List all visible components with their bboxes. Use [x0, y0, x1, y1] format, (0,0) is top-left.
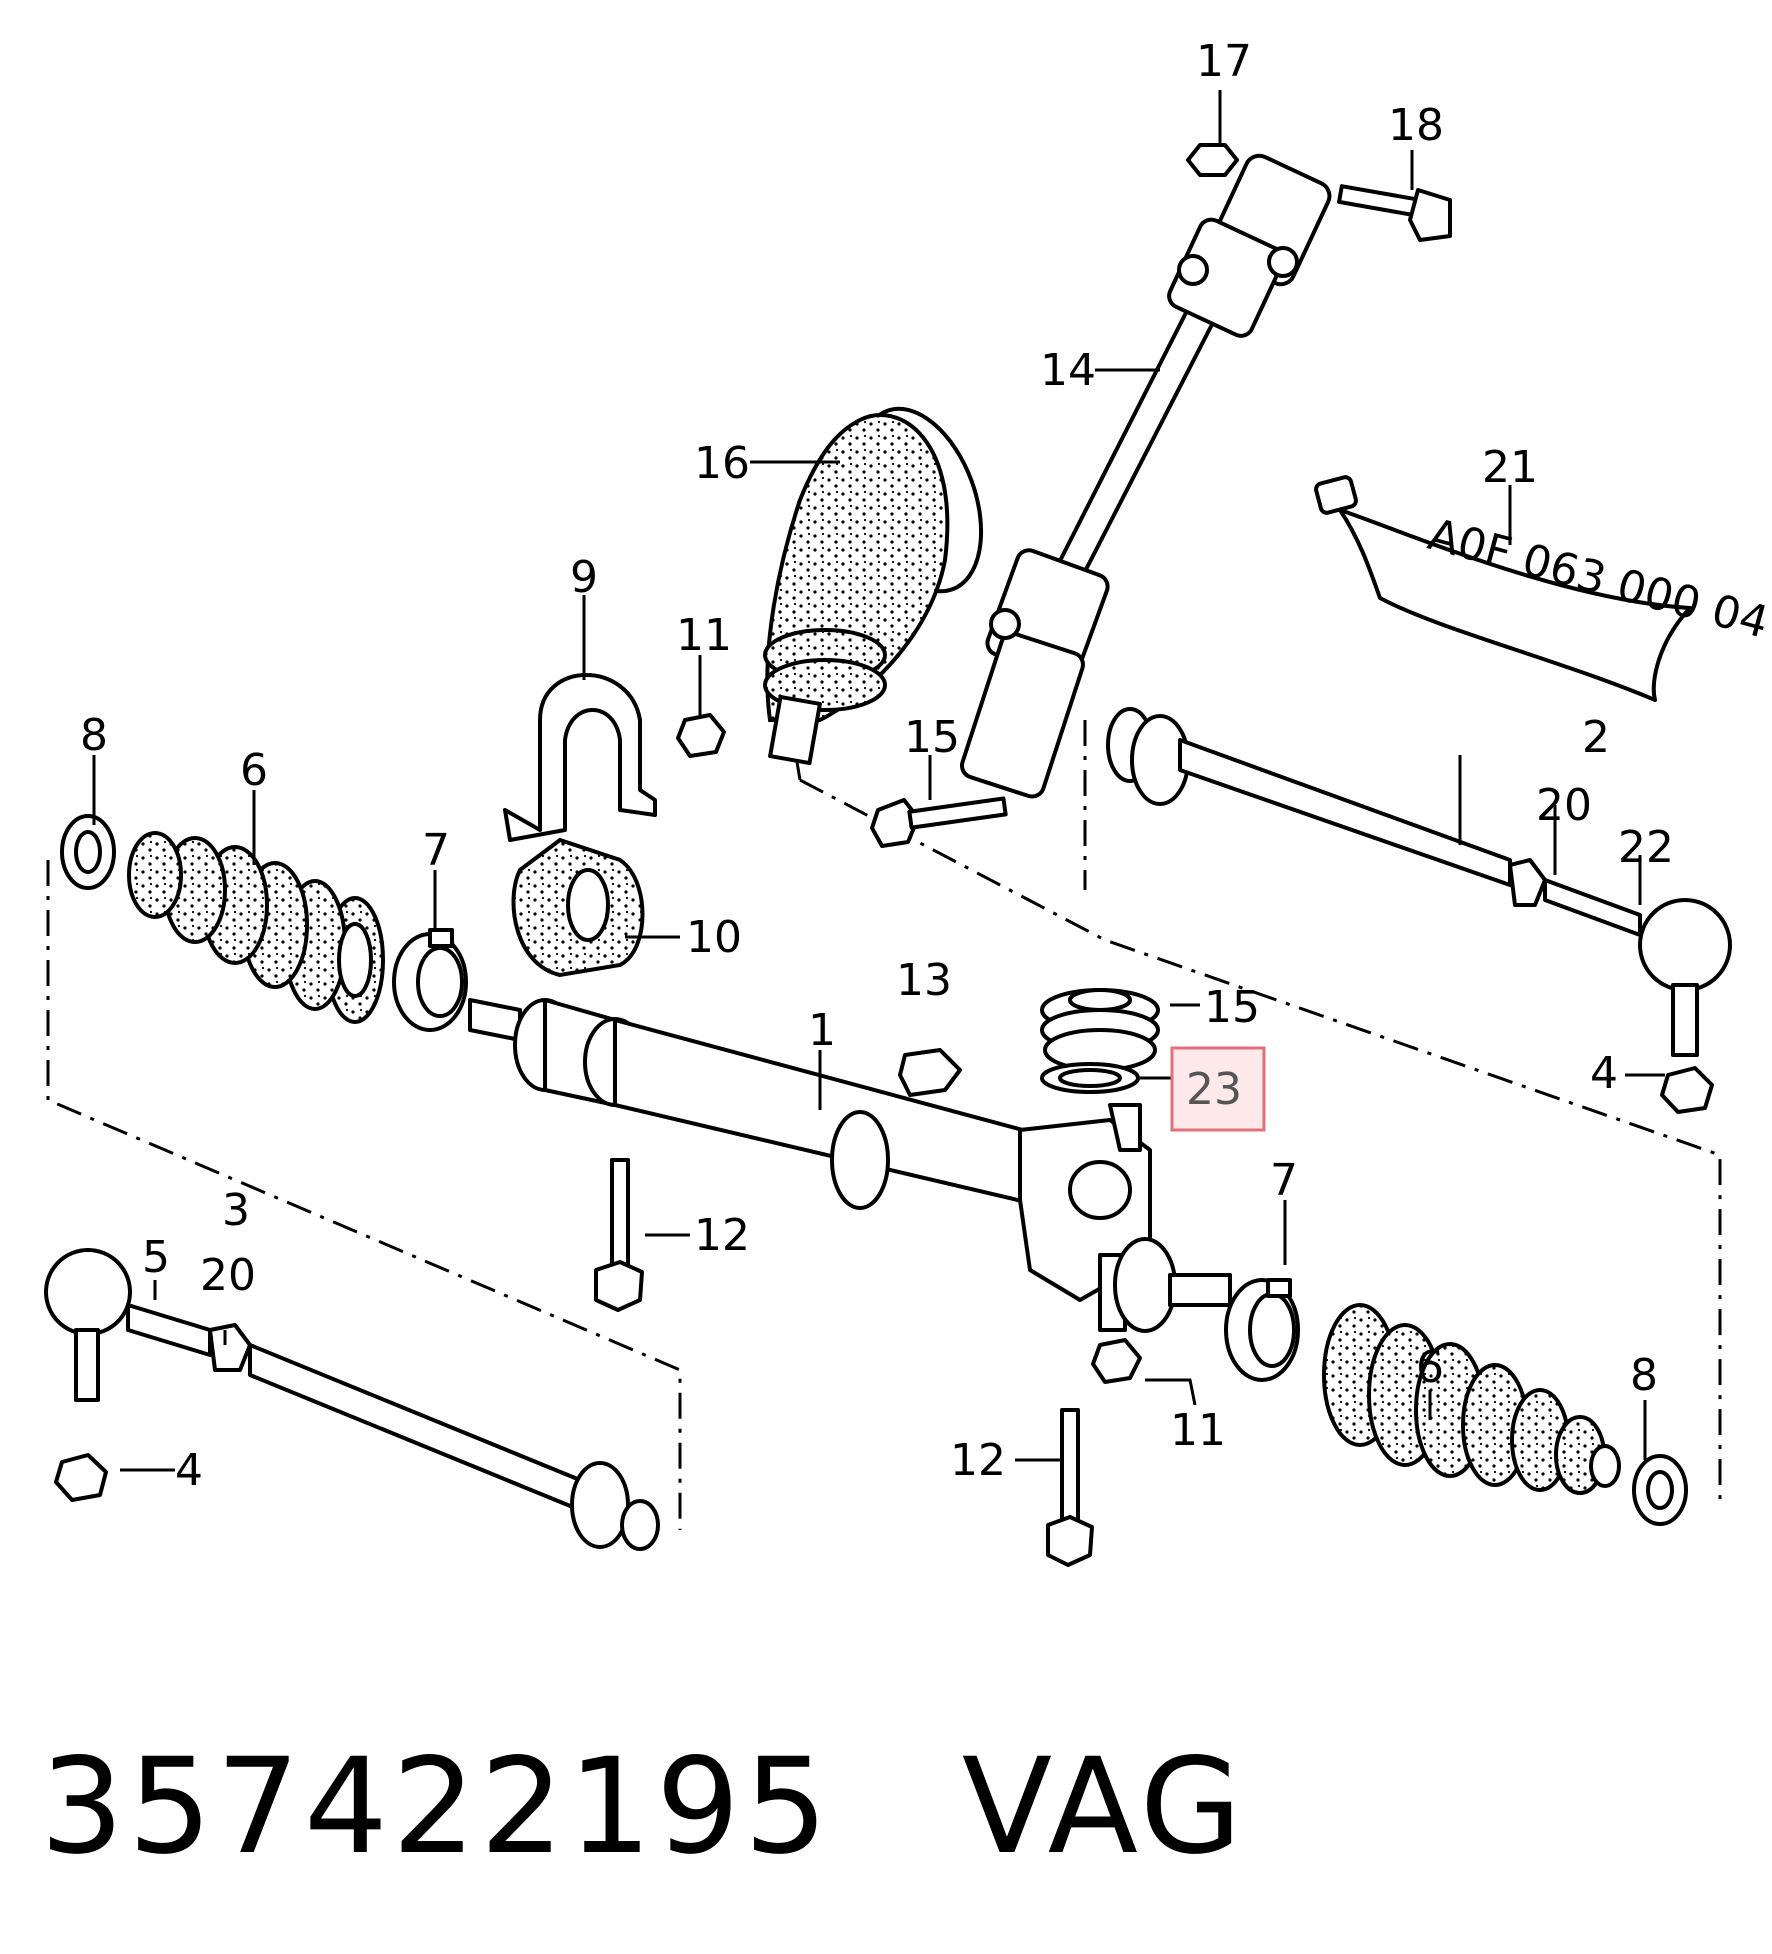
callout-12-bottom: 12 [950, 1435, 1006, 1486]
steering-column-shaft [960, 153, 1332, 799]
callout-4-right: 4 [1590, 1048, 1618, 1099]
callout-11-bottom: 11 [1170, 1405, 1226, 1456]
callout-6-right: 6 [1416, 1342, 1444, 1393]
callout-18: 17 [1196, 36, 1252, 87]
callout-16: 16 [694, 438, 750, 489]
callout-3: 3 [222, 1185, 250, 1236]
callout-13: 13 [896, 955, 952, 1006]
leader-lines [92, 90, 1665, 1472]
rack-housing-1 [468, 998, 1232, 1333]
callout-20-right: 20 [1536, 780, 1592, 831]
tie-rod-right-2 [1106, 707, 1642, 937]
callout-labels: 17 18 14 21 16 9 11 15 8 6 7 10 13 15 15… [80, 36, 1674, 1496]
nut-18 [1186, 143, 1239, 177]
right-clamp-8 [1632, 1454, 1688, 1526]
clamp-bracket-9 [503, 673, 657, 842]
right-clip-7 [1224, 1278, 1300, 1382]
highlight-box [1170, 1046, 1266, 1132]
mount-bush-10 [511, 837, 645, 978]
part-number-caption: 357422195 VAG [40, 1730, 1246, 1884]
exploded-parts-diagram: A0F 063 000 04 [44, 36, 1772, 1567]
mount-clip-13 [898, 1048, 962, 1097]
seal-15 [1040, 988, 1160, 1072]
left-boot-6 [127, 831, 385, 1024]
callout-8-left: 8 [80, 710, 108, 761]
tie-rod-left-3 [44, 1248, 660, 1551]
callout-2: 2 [1582, 712, 1610, 763]
callout-7-right: 7 [1270, 1155, 1298, 1206]
callout-4-left: 4 [175, 1445, 203, 1496]
callout-22: 22 [1618, 822, 1674, 873]
callout-5: 5 [142, 1232, 170, 1283]
callout-11-top: 11 [676, 610, 732, 661]
callout-17: 15 [904, 712, 960, 763]
left-clip-7 [392, 928, 468, 1032]
bolt-19 [1337, 184, 1452, 242]
grease-tube-21: A0F 063 000 04 [1314, 475, 1772, 702]
bolt-17 [870, 796, 1008, 848]
callout-15-label: 15 [1204, 982, 1260, 1033]
callout-10: 10 [686, 912, 742, 963]
callout-12-left: 12 [694, 1210, 750, 1261]
right-boot-6 [1322, 1303, 1621, 1495]
nut-4-right [1660, 1066, 1714, 1114]
left-clamp-8 [60, 814, 116, 890]
stud-12-bottom [1046, 1408, 1094, 1567]
callout-23: 23 [1186, 1064, 1242, 1115]
nut-11-top [676, 713, 726, 758]
ring-23 [1040, 1062, 1140, 1094]
nut-11-bottom [1091, 1338, 1142, 1384]
callout-9: 9 [570, 552, 598, 603]
callout-19: 18 [1388, 100, 1444, 151]
callout-20-left: 20 [200, 1250, 256, 1301]
callout-7-left: 7 [422, 825, 450, 876]
callout-8-right: 8 [1630, 1350, 1658, 1401]
callout-6-left: 6 [240, 745, 268, 796]
boot-16 [763, 406, 984, 766]
tie-rod-end-right-22 [1638, 898, 1732, 1057]
callout-14: 14 [1040, 345, 1096, 396]
stud-12-left [594, 1158, 644, 1312]
callout-1: 1 [808, 1005, 836, 1056]
brand-name: VAG [961, 1730, 1246, 1884]
part-number: 357422195 [40, 1730, 832, 1884]
callout-21: 21 [1482, 442, 1538, 493]
nut-4-left [54, 1453, 108, 1502]
